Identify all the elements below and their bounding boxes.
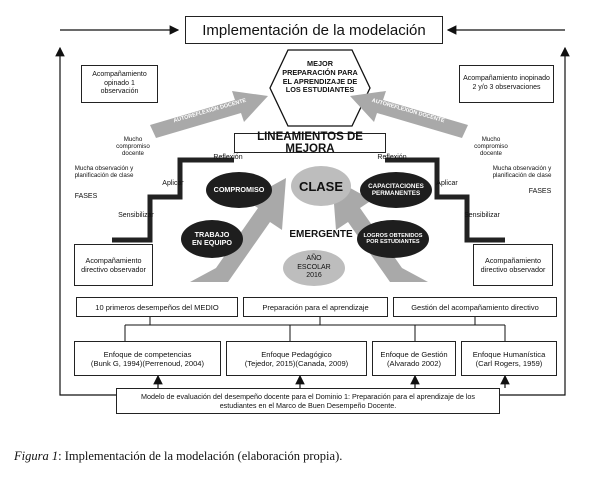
right-fases: FASES [528, 188, 552, 195]
right-mid-box-text: Acompañamiento directivo observador [480, 256, 546, 274]
row2-box-pedagogico: Enfoque Pedagógico (Tejedor, 2015)(Canad… [226, 341, 367, 376]
row1-gestion-text: Gestión del acompañamiento directivo [411, 302, 539, 312]
inner-arrow-right [332, 178, 428, 282]
right-top-box: Acompañamiento inopinado 2 y/o 3 observa… [459, 65, 554, 103]
autoreflexion-arrow-left [150, 91, 268, 138]
oval-anio-escolar: AÑO ESCOLAR 2016 [283, 250, 345, 286]
row2-humanistica-title: Enfoque Humanística [472, 349, 546, 359]
bottom-model-box: Modelo de evaluación del desempeño docen… [116, 388, 500, 414]
row2-humanistica-ref: (Carl Rogers, 1959) [475, 358, 543, 368]
center-hexagon-shape [269, 49, 371, 127]
left-mucho-compromiso: Mucho compromiso docente [116, 136, 150, 158]
inner-arrow-left [190, 178, 286, 282]
left-mid-box-text: Acompañamiento directivo observador [81, 256, 146, 274]
row1-preparacion-text: Preparación para el aprendizaje [262, 302, 369, 312]
lineamientos-text: LINEAMIENTOS DE MEJORA [257, 131, 363, 155]
figure-caption-label: Figura 1 [14, 449, 59, 463]
row2-box-humanistica: Enfoque Humanística (Carl Rogers, 1959) [461, 341, 557, 376]
lineamientos-box: LINEAMIENTOS DE MEJORA [234, 131, 386, 155]
right-sensibilizar: Sensibilizar [464, 212, 500, 219]
oval-clase-text: CLASE [298, 178, 344, 194]
row2-competencias-ref: (Bunk G, 1994)(Perrenoud, 2004) [90, 358, 205, 368]
left-top-box: Acompañamiento opinado 1 observación [81, 65, 158, 103]
diagram-title: Implementación de la modelación [185, 16, 443, 44]
oval-trabajo-en-equipo: TRABAJO EN EQUIPO [181, 220, 243, 258]
row2-competencias-title: Enfoque de competencias [103, 349, 192, 359]
right-mucha-observacion: Mucha observación y planificación de cla… [492, 165, 552, 180]
right-reflexion: Reflexión [377, 154, 407, 161]
left-top-box-text: Acompañamiento opinado 1 observación [92, 70, 147, 96]
right-aplicar: Aplicar [436, 180, 458, 187]
autoreflexion-arrow-right [350, 91, 468, 138]
oval-compromiso: COMPROMISO [206, 172, 272, 208]
row1-box-gestion: Gestión del acompañamiento directivo [393, 297, 557, 317]
oval-anio-escolar-text: AÑO ESCOLAR 2016 [297, 255, 331, 280]
row2-gestion-title: Enfoque de Gestión [380, 349, 448, 359]
row2-box-competencias: Enfoque de competencias (Bunk G, 1994)(P… [74, 341, 221, 376]
left-fases: FASES [74, 193, 98, 200]
row1-desempenos-text: 10 primeros desempeños del MEDIO [95, 302, 219, 312]
row2-gestion-ref: (Alvarado 2002) [386, 358, 442, 368]
row2-box-gestion: Enfoque de Gestión (Alvarado 2002) [372, 341, 456, 376]
figure-caption-text: : Implementación de la modelación (elabo… [58, 449, 343, 463]
left-mid-box: Acompañamiento directivo observador [74, 244, 153, 286]
right-mid-box: Acompañamiento directivo observador [473, 244, 553, 286]
left-reflexion: Reflexión [213, 154, 243, 161]
right-mucho-compromiso: Mucho compromiso docente [474, 136, 508, 158]
emergente-label: EMERGENTE [289, 229, 353, 240]
row2-pedagogico-ref: (Tejedor, 2015)(Canada, 2009) [244, 358, 349, 368]
right-stairs [385, 157, 505, 243]
center-hexagon-text: MEJOR PREPARACIÓN PARA EL APRENDIZAJE DE… [282, 59, 358, 95]
left-stairs [112, 157, 234, 243]
figure-caption: Figura 1: Implementación de la modelació… [14, 449, 342, 464]
left-sensibilizar: Sensibilizar [118, 212, 154, 219]
row2-pedagogico-title: Enfoque Pedagógico [261, 349, 332, 359]
row1-box-preparacion: Preparación para el aprendizaje [243, 297, 388, 317]
right-top-box-text: Acompañamiento inopinado 2 y/o 3 observa… [463, 75, 550, 91]
oval-logros: LOGROS OBTENIDOS POR ESTUDIANTES [357, 220, 429, 258]
oval-capacitaciones: CAPACITACIONES PERMANENTES [360, 172, 432, 208]
row1-box-desempenos: 10 primeros desempeños del MEDIO [76, 297, 238, 317]
outer-loop-lines [55, 25, 570, 396]
bottom-model-text: Modelo de evaluación del desempeño docen… [140, 392, 476, 410]
diagram-title-text: Implementación de la modelación [202, 21, 426, 39]
left-mucha-observacion: Mucha observación y planificación de cla… [74, 165, 134, 180]
left-aplicar: Aplicar [162, 180, 184, 187]
row1-connectors [124, 317, 506, 341]
bottom-up-arrows [153, 374, 510, 388]
oval-clase: CLASE [291, 166, 351, 206]
